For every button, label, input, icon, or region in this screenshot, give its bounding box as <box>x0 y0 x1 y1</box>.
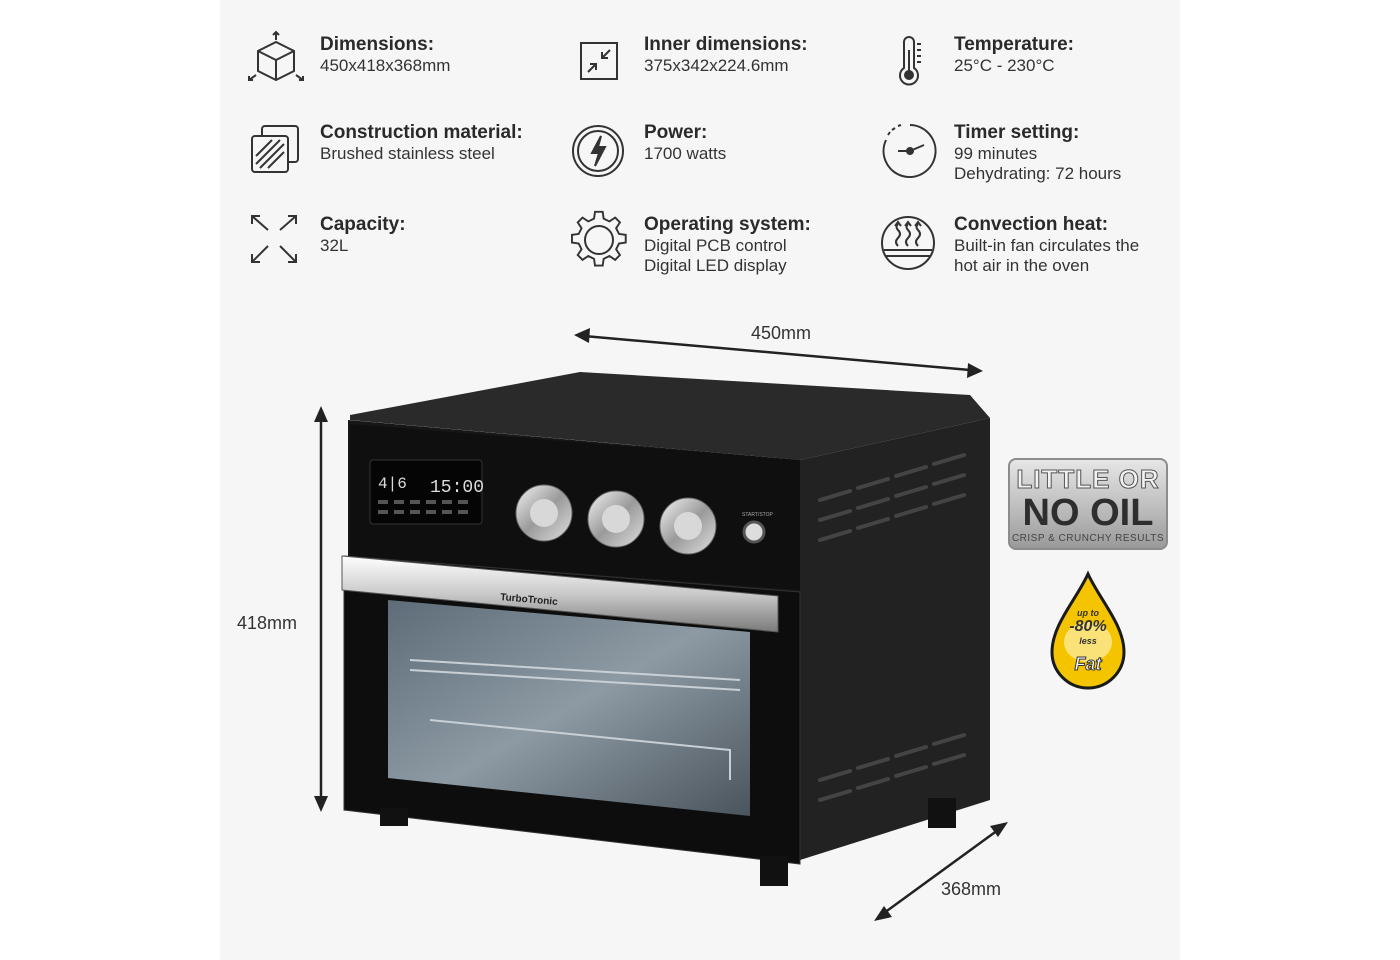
spec-value: Digital LED display <box>644 256 787 275</box>
spec-value: Dehydrating: 72 hours <box>954 164 1122 183</box>
spec-inner-dimensions: Inner dimensions: 375x342x224.6mm <box>570 30 808 90</box>
height-dimension-label: 418mm <box>237 613 298 633</box>
spec-construction-material: Construction material: Brushed stainless… <box>246 118 523 178</box>
spec-label: Operating system: <box>644 214 811 235</box>
spec-label: Dimensions: <box>320 34 435 55</box>
timer-icon <box>880 118 940 178</box>
spec-label: Capacity: <box>320 214 406 235</box>
gear-icon <box>570 210 630 270</box>
spec-value: Built-in fan circulates the <box>954 236 1140 255</box>
drop-line2: -80% <box>1069 618 1107 635</box>
drop-line4: Fat <box>1074 654 1102 675</box>
spec-label: Temperature: <box>954 34 1075 55</box>
steel-plates-icon <box>246 118 306 178</box>
drop-line1: up to <box>1077 608 1099 618</box>
thermometer-icon <box>880 30 940 90</box>
drop-line3: less <box>1079 636 1097 646</box>
depth-dimension-label: 368mm <box>941 879 1002 899</box>
badge-line3: CRISP & CRUNCHY RESULTS <box>1011 533 1165 544</box>
spec-value: 25°C - 230°C <box>954 56 1055 75</box>
drop-text: up to -80% less Fat <box>1060 608 1116 675</box>
spec-dimensions: Dimensions: 450x418x368mm <box>246 30 450 90</box>
shrink-arrows-icon <box>570 30 630 90</box>
badge-line1: LITTLE OR <box>1016 464 1160 495</box>
spec-value: 99 minutes <box>954 144 1038 163</box>
spec-value: 32L <box>320 236 349 255</box>
cube-dimensions-icon <box>246 30 306 90</box>
badge-line2: NO OIL <box>1022 492 1154 534</box>
spec-label: Inner dimensions: <box>644 34 808 55</box>
lightning-icon <box>570 118 630 178</box>
brand-logo: TurboTronic <box>500 592 559 608</box>
little-or-no-oil-badge: LITTLE OR NO OIL CRISP & CRUNCHY RESULTS <box>1008 458 1168 550</box>
spec-power: Power: 1700 watts <box>570 118 726 178</box>
spec-temperature: Temperature: 25°C - 230°C <box>880 30 1074 90</box>
oil-drop-icon <box>1050 570 1126 690</box>
spec-value: hot air in the oven <box>954 256 1090 275</box>
spec-label: Convection heat: <box>954 214 1109 235</box>
spec-capacity: Capacity: 32L <box>246 210 406 270</box>
width-dimension-label: 450mm <box>751 323 812 343</box>
spec-value: 1700 watts <box>644 144 727 163</box>
spec-label: Power: <box>644 122 708 143</box>
start-stop-label: START/STOP <box>742 512 774 518</box>
spec-value: Brushed stainless steel <box>320 144 495 163</box>
spec-label: Construction material: <box>320 122 523 143</box>
spec-value: 375x342x224.6mm <box>644 56 789 75</box>
display-time: 15:00 <box>430 478 484 498</box>
spec-label: Timer setting: <box>954 122 1080 143</box>
spec-value: 450x418x368mm <box>320 56 451 75</box>
spec-timer-setting: Timer setting: 99 minutes Dehydrating: 7… <box>880 118 1121 184</box>
spec-operating-system: Operating system: Digital PCB control Di… <box>570 210 811 276</box>
air-fryer-oven: 4|6 15:00 START/STOP TurboTronic <box>341 372 990 886</box>
spec-convection-heat: Convection heat: Built-in fan circulates… <box>880 210 1139 276</box>
convection-heat-icon <box>880 210 940 270</box>
expand-arrows-icon <box>246 210 306 270</box>
spec-value: Digital PCB control <box>644 236 787 255</box>
display-left: 4|6 <box>378 475 407 493</box>
